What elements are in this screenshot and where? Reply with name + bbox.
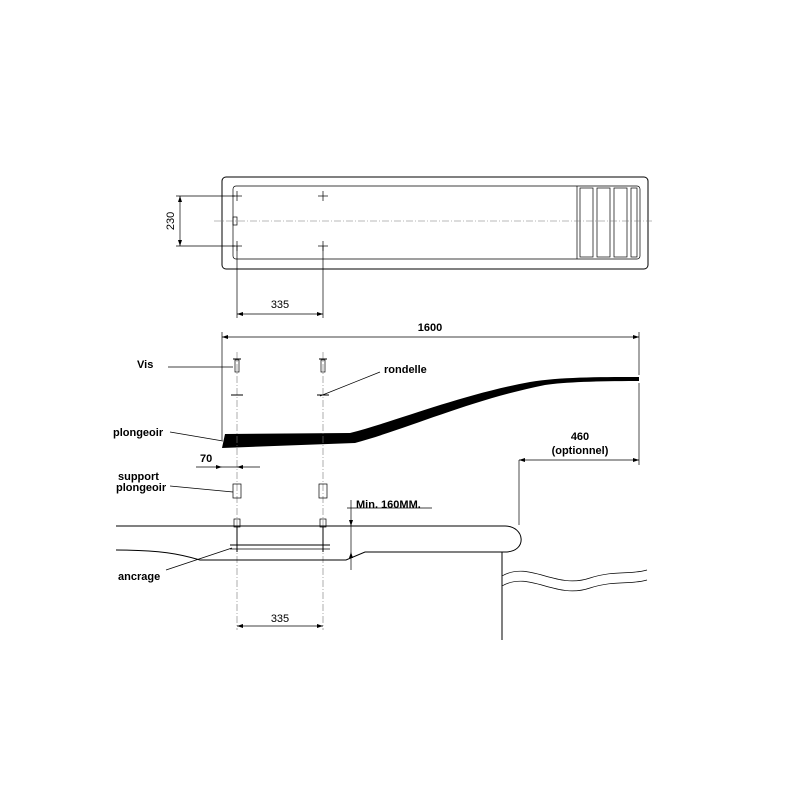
washer-label: rondelle	[384, 364, 427, 376]
board-outline-inner	[232, 185, 641, 260]
overhang-label: 70	[200, 453, 212, 465]
grip-stripe-4	[630, 187, 638, 258]
bolt-spacing-top-label: 335	[271, 299, 289, 311]
support-block-right	[318, 483, 328, 499]
top-view: 230 335	[165, 176, 652, 318]
support-block-left	[232, 483, 242, 499]
grip-stripe-3	[613, 187, 628, 258]
min-height-label: Min. 160MM.	[356, 499, 421, 511]
anchor-left	[233, 518, 241, 552]
bolt-hole-2	[318, 191, 328, 201]
grip-stripe-1	[579, 187, 594, 258]
diving-board-profile	[222, 377, 639, 448]
side-view: 1600 Vis rondelle plongeoir	[113, 322, 648, 640]
dimension-335-bottom: 335	[237, 613, 323, 628]
dimension-335-top: 335	[236, 246, 324, 318]
length-dimension-label: 1600	[418, 322, 442, 334]
dimension-1600: 1600	[221, 322, 640, 440]
board-outline-outer	[221, 176, 649, 270]
support-label-line2: plongeoir	[116, 482, 167, 494]
screw-label: Vis	[137, 359, 153, 371]
dimension-70: 70	[196, 453, 260, 469]
anchor-right	[319, 518, 327, 552]
support-label-line1: support	[118, 471, 159, 483]
anchor-label: ancrage	[118, 571, 160, 583]
optional-extension-note: (optionnel)	[552, 445, 609, 457]
water-surface-2	[501, 579, 648, 592]
bolt-spacing-bottom-label: 335	[271, 613, 289, 625]
grip-stripe-2	[596, 187, 611, 258]
optional-extension-value: 460	[571, 431, 589, 443]
water-surface	[501, 569, 648, 582]
board-label: plongeoir	[113, 427, 164, 439]
screw-right	[319, 358, 327, 373]
dimension-460: 460 (optionnel)	[518, 383, 640, 525]
screw-left	[233, 358, 241, 373]
center-mark	[232, 216, 238, 226]
dimension-230: 230	[165, 195, 235, 247]
width-dimension-label: 230	[165, 212, 177, 230]
pool-coping	[115, 525, 522, 561]
dimension-min-160: Min. 160MM.	[347, 499, 432, 570]
